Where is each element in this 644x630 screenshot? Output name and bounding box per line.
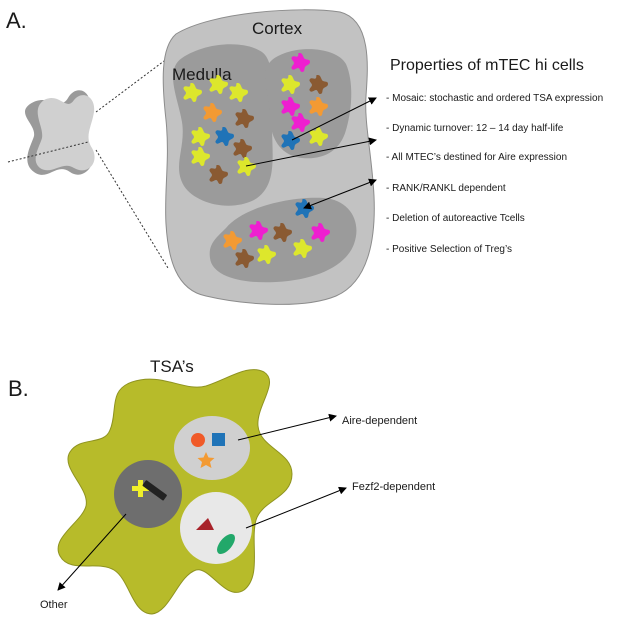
tsa-title: TSA’s xyxy=(150,357,194,376)
zoom-line-bottom xyxy=(95,149,169,269)
thymus-icon xyxy=(24,90,95,175)
cortex-label: Cortex xyxy=(252,19,303,38)
fezf2-compartment xyxy=(180,492,252,564)
arrow-mosaic xyxy=(291,97,377,141)
oval-icon xyxy=(217,534,235,554)
arrow-rank xyxy=(303,178,377,210)
zoom-line-top xyxy=(95,57,169,113)
square-icon xyxy=(212,433,225,446)
bar-icon xyxy=(142,480,167,501)
other-compartment xyxy=(114,460,182,528)
arrow-other xyxy=(57,513,127,591)
triangle-icon xyxy=(196,518,214,530)
properties-heading: Properties of mTEC hi cells xyxy=(390,57,584,74)
circle-icon xyxy=(191,433,205,447)
panel-b-label: B. xyxy=(8,376,29,401)
arrow-aire-expression xyxy=(245,137,377,167)
medulla-region-right xyxy=(265,49,352,159)
property-item: - Mosaic: stochastic and ordered TSA exp… xyxy=(386,93,603,104)
other-label: Other xyxy=(40,599,68,611)
plus-icon xyxy=(132,480,149,497)
fezf2-dependent-label: Fezf2-dependent xyxy=(352,481,435,493)
aire-dependent-label: Aire-dependent xyxy=(342,415,417,427)
property-item: - All MTEC’s destined for Aire expressio… xyxy=(386,152,567,163)
property-item: - RANK/RANKL dependent xyxy=(386,183,506,194)
thymus-axis-line xyxy=(7,141,89,163)
panel-a-label: A. xyxy=(6,8,27,33)
property-item: - Dynamic turnover: 12 – 14 day half-lif… xyxy=(386,123,564,134)
arrow-aire-dependent xyxy=(237,413,337,441)
property-item: - Positive Selection of Treg’s xyxy=(386,244,512,255)
aire-compartment xyxy=(174,416,250,480)
arrow-fezf2-dependent xyxy=(245,486,347,529)
property-item: - Deletion of autoreactive Tcells xyxy=(386,213,525,224)
star-icon xyxy=(197,452,215,468)
